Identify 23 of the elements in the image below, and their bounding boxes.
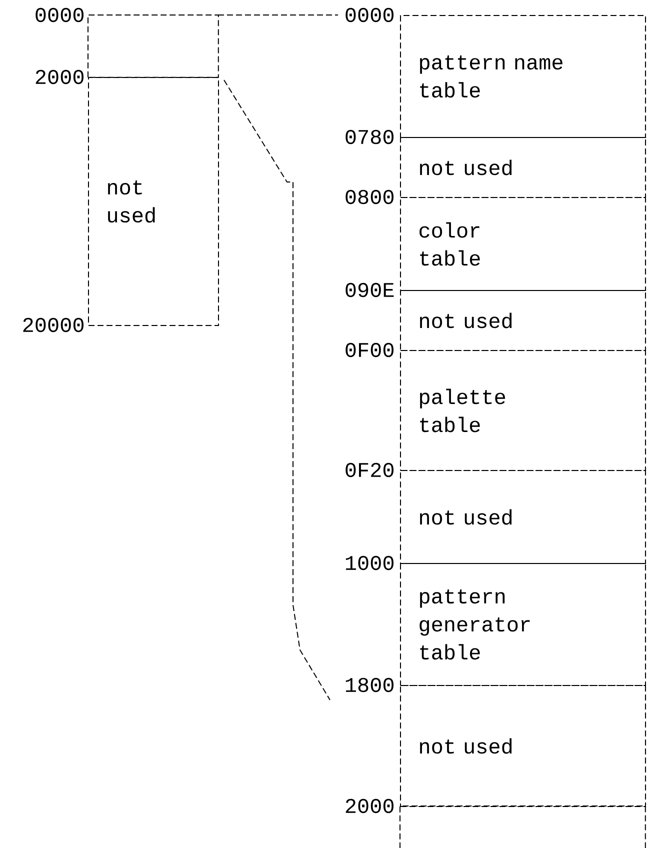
address-label: 1800 [343, 676, 396, 694]
address-label: 0000 [343, 6, 396, 24]
memory-region-box: not used [88, 77, 219, 326]
memory-region-box: not used [400, 137, 646, 198]
memory-region-box: color table [400, 197, 646, 291]
memory-region-box: pattern generator table [400, 563, 646, 686]
address-label: 1000 [343, 554, 396, 572]
memory-region-box: not used [400, 685, 646, 807]
memory-region-box: not used [400, 290, 646, 351]
address-label: 090E [343, 282, 396, 298]
address-label: 0F00 [343, 342, 396, 358]
memory-region-box: not used [400, 470, 646, 564]
address-label: 2000 [33, 68, 86, 86]
address-label: 0800 [343, 188, 396, 206]
memory-region-box [88, 14, 219, 78]
address-label: 0F20 [343, 462, 396, 478]
address-label: 20000 [20, 316, 86, 334]
memory-region-box: pattern name table [400, 15, 646, 138]
address-label: 0000 [33, 6, 86, 24]
address-label: 0780 [343, 128, 396, 146]
memory-region-box: palette table [400, 350, 646, 471]
address-label: 2000 [343, 798, 396, 814]
memory-region-box [400, 806, 646, 848]
